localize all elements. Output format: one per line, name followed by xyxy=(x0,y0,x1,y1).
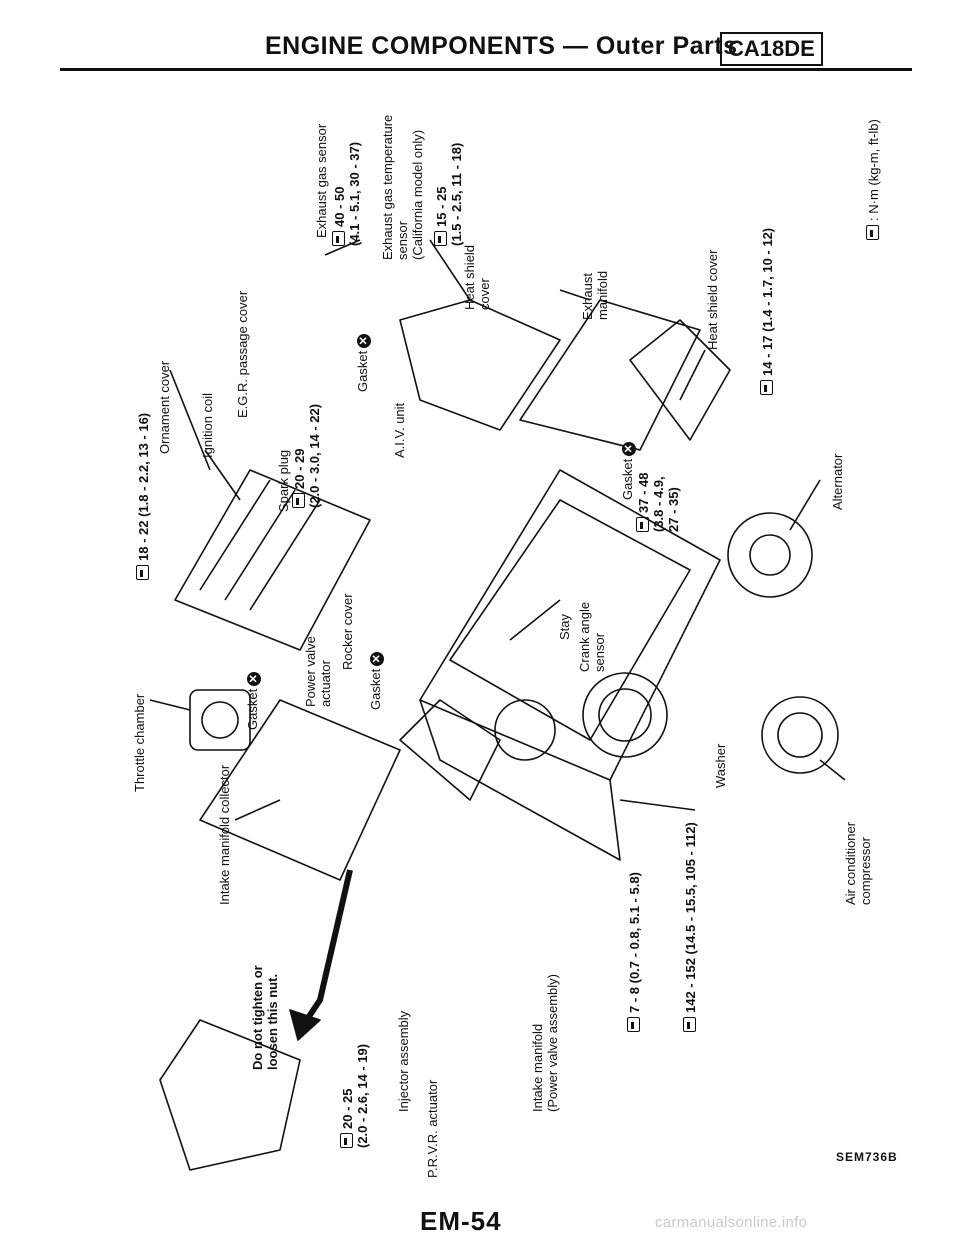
torque-wrench-icon xyxy=(340,1133,353,1148)
torque-spark-plug: 20 - 29 (2.0 - 3.0, 14 - 22) xyxy=(292,403,322,508)
label-gasket-3: Gasket✕ xyxy=(355,333,371,392)
label-exhaust-manifold: Exhaust manifold xyxy=(580,270,610,320)
label-heat-shield-cover-1: Heat shield cover xyxy=(462,244,492,310)
label-aiv-unit: A.I.V. unit xyxy=(392,402,407,458)
torque-wrench-icon xyxy=(636,517,649,532)
replace-mark-icon: ✕ xyxy=(622,441,636,456)
label-gasket-4: Gasket✕ xyxy=(620,441,636,500)
label-exhaust-gas-temp-sensor: Exhaust gas temperature sensor (Californ… xyxy=(380,114,425,260)
label-ornament-cover: Ornament cover xyxy=(157,360,172,454)
header-rule xyxy=(60,68,912,71)
page-header: ENGINE COMPONENTS — Outer Parts CA18DE xyxy=(265,32,905,72)
label-spark-plug: Spark plug xyxy=(276,449,291,512)
label-prvr-actuator: P.R.V.R. actuator xyxy=(425,1079,440,1178)
label-alternator: Alternator xyxy=(830,453,845,510)
torque-wrench-icon xyxy=(136,565,149,580)
torque-wrench-icon xyxy=(866,225,879,240)
exhaust-manifold-shape xyxy=(519,299,701,451)
label-gasket-2: Gasket✕ xyxy=(368,651,384,710)
label-gasket-1: Gasket✕ xyxy=(245,671,261,730)
units-legend: : N·m (kg-m, ft-lb) xyxy=(866,119,881,240)
torque-wrench-icon xyxy=(760,380,773,395)
torque-ornament: 18 - 22 (1.8 - 2.2, 13 - 16) xyxy=(136,413,151,580)
inset-detail-outline xyxy=(159,1019,301,1171)
ornament-cover-shape xyxy=(174,469,371,651)
torque-collector: 20 - 25 (2.0 - 2.6, 14 - 19) xyxy=(340,1043,370,1148)
label-crank-angle-sensor: Crank angle sensor xyxy=(577,601,607,672)
label-power-valve-actuator: Power valve actuator xyxy=(303,636,333,707)
injector-rail-shape xyxy=(399,699,501,801)
replace-mark-icon: ✕ xyxy=(370,651,384,666)
label-rocker-cover: Rocker cover xyxy=(340,593,355,670)
torque-exhaust-gas-sensor: 40 - 50 (4.1 - 5.1, 30 - 37) xyxy=(332,141,362,246)
engine-code-badge: CA18DE xyxy=(720,32,823,66)
torque-exhaust-manifold: 37 - 48 (3.8 - 4.9, 27 - 35) xyxy=(636,472,681,532)
torque-wrench-icon xyxy=(434,231,447,246)
cylinder-head xyxy=(419,469,721,781)
replace-mark-icon: ✕ xyxy=(357,333,371,348)
label-injector-assembly: Injector assembly xyxy=(396,1010,411,1112)
torque-wrench-icon xyxy=(292,493,305,508)
torque-exhaust-gas-temp: 15 - 25 (1.5 - 2.5, 11 - 18) xyxy=(434,142,464,246)
torque-crank-pulley: 142 - 152 (14.5 - 15.5, 105 - 112) xyxy=(683,822,698,1032)
detail-arrow xyxy=(297,869,353,1032)
figure-code: SEM736B xyxy=(836,1150,898,1164)
torque-crank-sensor: 7 - 8 (0.7 - 0.8, 5.1 - 5.8) xyxy=(627,872,642,1032)
intake-collector-shape xyxy=(199,699,401,881)
torque-wrench-icon xyxy=(332,231,345,246)
label-ac-compressor: Air conditioner compressor xyxy=(843,821,873,905)
label-ignition-coil: Ignition coil xyxy=(200,392,215,458)
torque-wrench-icon xyxy=(683,1017,696,1032)
page-number: EM-54 xyxy=(420,1206,502,1236)
label-intake-manifold-collector: Intake manifold collector xyxy=(217,764,232,905)
label-egr-passage-cover: E.G.R. passage cover xyxy=(235,290,250,418)
label-stay: Stay xyxy=(557,613,572,640)
label-washer: Washer xyxy=(713,743,728,788)
crank-pulley-shape xyxy=(582,672,668,758)
throttle-chamber-shape xyxy=(189,689,251,751)
torque-heat-shield: 14 - 17 (1.4 - 1.7, 10 - 12) xyxy=(760,228,775,395)
label-heat-shield-cover-2: Heat shield cover xyxy=(705,249,720,350)
note-do-not-tighten: Do not tighten or loosen this nut. xyxy=(250,965,280,1070)
label-exhaust-gas-sensor: Exhaust gas sensor xyxy=(314,123,329,238)
ac-compressor-shape xyxy=(761,696,839,774)
label-intake-manifold-pva: Intake manifold (Power valve assembly) xyxy=(530,974,560,1112)
label-throttle-chamber: Throttle chamber xyxy=(132,693,147,792)
heat-shield-shape xyxy=(399,299,561,431)
replace-mark-icon: ✕ xyxy=(247,671,261,686)
page-title: ENGINE COMPONENTS — Outer Parts xyxy=(265,32,738,60)
watermark: carmanualsonline.info xyxy=(655,1214,808,1231)
torque-wrench-icon xyxy=(627,1017,640,1032)
alternator-shape xyxy=(727,512,813,598)
